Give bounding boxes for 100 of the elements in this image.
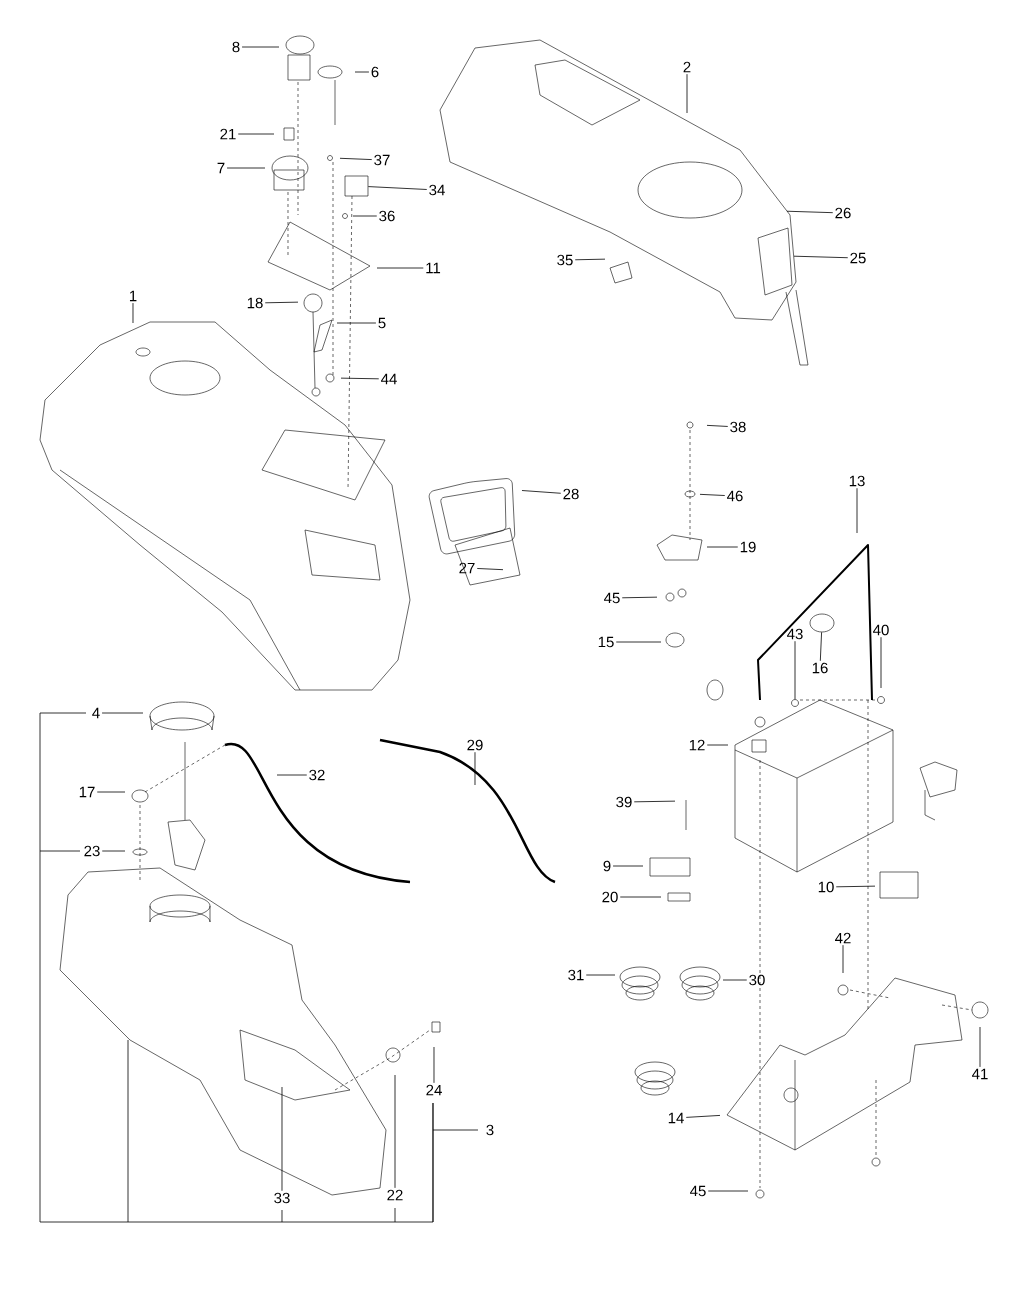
- leader-line: [819, 631, 822, 662]
- part-circle: [809, 613, 835, 633]
- leader-line: [474, 751, 476, 786]
- callout-number: 18: [247, 297, 263, 309]
- leader-line: [432, 1102, 434, 1223]
- callout-number: 9: [603, 860, 611, 872]
- leader-line: [394, 1074, 396, 1189]
- leader-line: [432, 1129, 479, 1131]
- leader-line: [276, 774, 308, 776]
- leader-line: [352, 215, 378, 217]
- leader-line: [706, 424, 729, 427]
- callout-number: 26: [835, 207, 851, 219]
- callout-number: 27: [459, 562, 475, 574]
- callout-number: 33: [274, 1192, 290, 1204]
- callout-number: 3: [486, 1124, 494, 1136]
- leader-line: [336, 322, 377, 324]
- callout-number: 39: [616, 796, 632, 808]
- leader-line: [880, 636, 882, 689]
- callout-number: 30: [749, 974, 765, 986]
- callout-number: 23: [84, 845, 100, 857]
- callout-number: 16: [812, 662, 828, 674]
- callout-number: 10: [818, 881, 834, 893]
- leader-line: [39, 712, 87, 714]
- leader-line: [132, 302, 134, 324]
- callout-number: 28: [563, 488, 579, 500]
- leader-line: [619, 896, 662, 898]
- callout-number: 8: [232, 41, 240, 53]
- leader-line: [793, 255, 849, 259]
- callout-number: 7: [217, 162, 225, 174]
- callout-number: 20: [602, 891, 618, 903]
- leader-line: [39, 850, 81, 852]
- callout-number: 14: [668, 1112, 684, 1124]
- leader-line: [339, 157, 373, 160]
- callout-number: 11: [426, 262, 441, 274]
- part-box: [344, 175, 369, 197]
- callout-number: 2: [683, 61, 691, 73]
- leader-line: [686, 73, 688, 114]
- callout-number: 31: [568, 969, 584, 981]
- callout-number: 43: [787, 628, 803, 640]
- callout-number: 42: [835, 932, 851, 944]
- leader-line: [433, 1046, 435, 1084]
- callout-number: 44: [381, 373, 397, 385]
- leader-line: [476, 568, 504, 571]
- callout-number: 17: [79, 786, 95, 798]
- leader-line: [281, 1086, 283, 1192]
- leader-line: [707, 1190, 749, 1192]
- callout-number: 21: [220, 128, 236, 140]
- leader-line: [722, 979, 748, 981]
- leader-line: [585, 974, 616, 976]
- leader-line: [281, 1209, 283, 1223]
- leader-line: [856, 487, 858, 534]
- leader-line: [633, 800, 676, 803]
- callout-number: 45: [690, 1185, 706, 1197]
- callout-number: 35: [557, 254, 573, 266]
- leader-line: [367, 186, 428, 190]
- leader-line: [706, 744, 729, 746]
- leader-line: [615, 641, 662, 643]
- callout-number: 1: [129, 290, 137, 302]
- leader-line: [241, 46, 280, 48]
- leader-line: [685, 1115, 721, 1118]
- callout-number: 45: [604, 592, 620, 604]
- leader-line: [101, 712, 144, 714]
- callout-number: 25: [850, 252, 866, 264]
- callout-number: 34: [429, 184, 445, 196]
- callout-number: 6: [371, 66, 379, 78]
- leader-line: [574, 258, 606, 261]
- callout-number: 37: [374, 154, 390, 166]
- callout-number: 36: [379, 210, 395, 222]
- callout-number: 38: [730, 421, 746, 433]
- callout-number: 41: [972, 1068, 988, 1080]
- leader-line: [127, 1039, 129, 1223]
- callout-number: 5: [378, 317, 386, 329]
- leader-line: [835, 885, 876, 888]
- leader-line: [340, 377, 380, 380]
- callout-number: 19: [740, 541, 756, 553]
- leader-line: [794, 640, 796, 700]
- leader-line: [521, 490, 562, 494]
- leader-line: [354, 71, 370, 73]
- callout-number: 46: [727, 490, 743, 502]
- callout-number: 40: [873, 624, 889, 636]
- leader-line: [699, 493, 726, 496]
- callout-number: 13: [849, 475, 865, 487]
- leader-line: [264, 301, 299, 304]
- leader-line: [96, 791, 126, 793]
- leader-line: [842, 944, 844, 974]
- leader-line: [979, 1026, 981, 1068]
- leader-line: [706, 546, 739, 548]
- callout-number: 32: [309, 769, 325, 781]
- callout-number: 4: [92, 707, 100, 719]
- leader-line: [237, 133, 275, 135]
- leader-line: [786, 210, 834, 214]
- callout-number: 12: [689, 739, 705, 751]
- leader-line: [376, 267, 424, 269]
- leader-line: [394, 1207, 396, 1223]
- leader-line: [101, 850, 126, 852]
- leader-line: [612, 865, 644, 867]
- callout-number: 15: [598, 636, 614, 648]
- leader-line: [621, 596, 658, 599]
- leader-line: [226, 167, 266, 169]
- callout-number: 22: [387, 1189, 403, 1201]
